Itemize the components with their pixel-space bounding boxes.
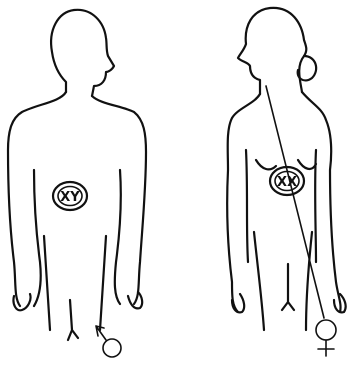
female-torso (227, 92, 340, 312)
female-figure: XX (227, 8, 345, 356)
male-figure: XY (8, 10, 146, 357)
female-chromosome-label: XX (277, 175, 297, 190)
male-head (51, 10, 114, 96)
male-chromosome-label: XY (60, 190, 80, 205)
female-head (238, 8, 306, 94)
female-legs (254, 232, 312, 330)
female-symbol (316, 320, 336, 356)
male-symbol (96, 326, 121, 357)
male-legs (44, 236, 106, 340)
male-hands (13, 292, 142, 310)
